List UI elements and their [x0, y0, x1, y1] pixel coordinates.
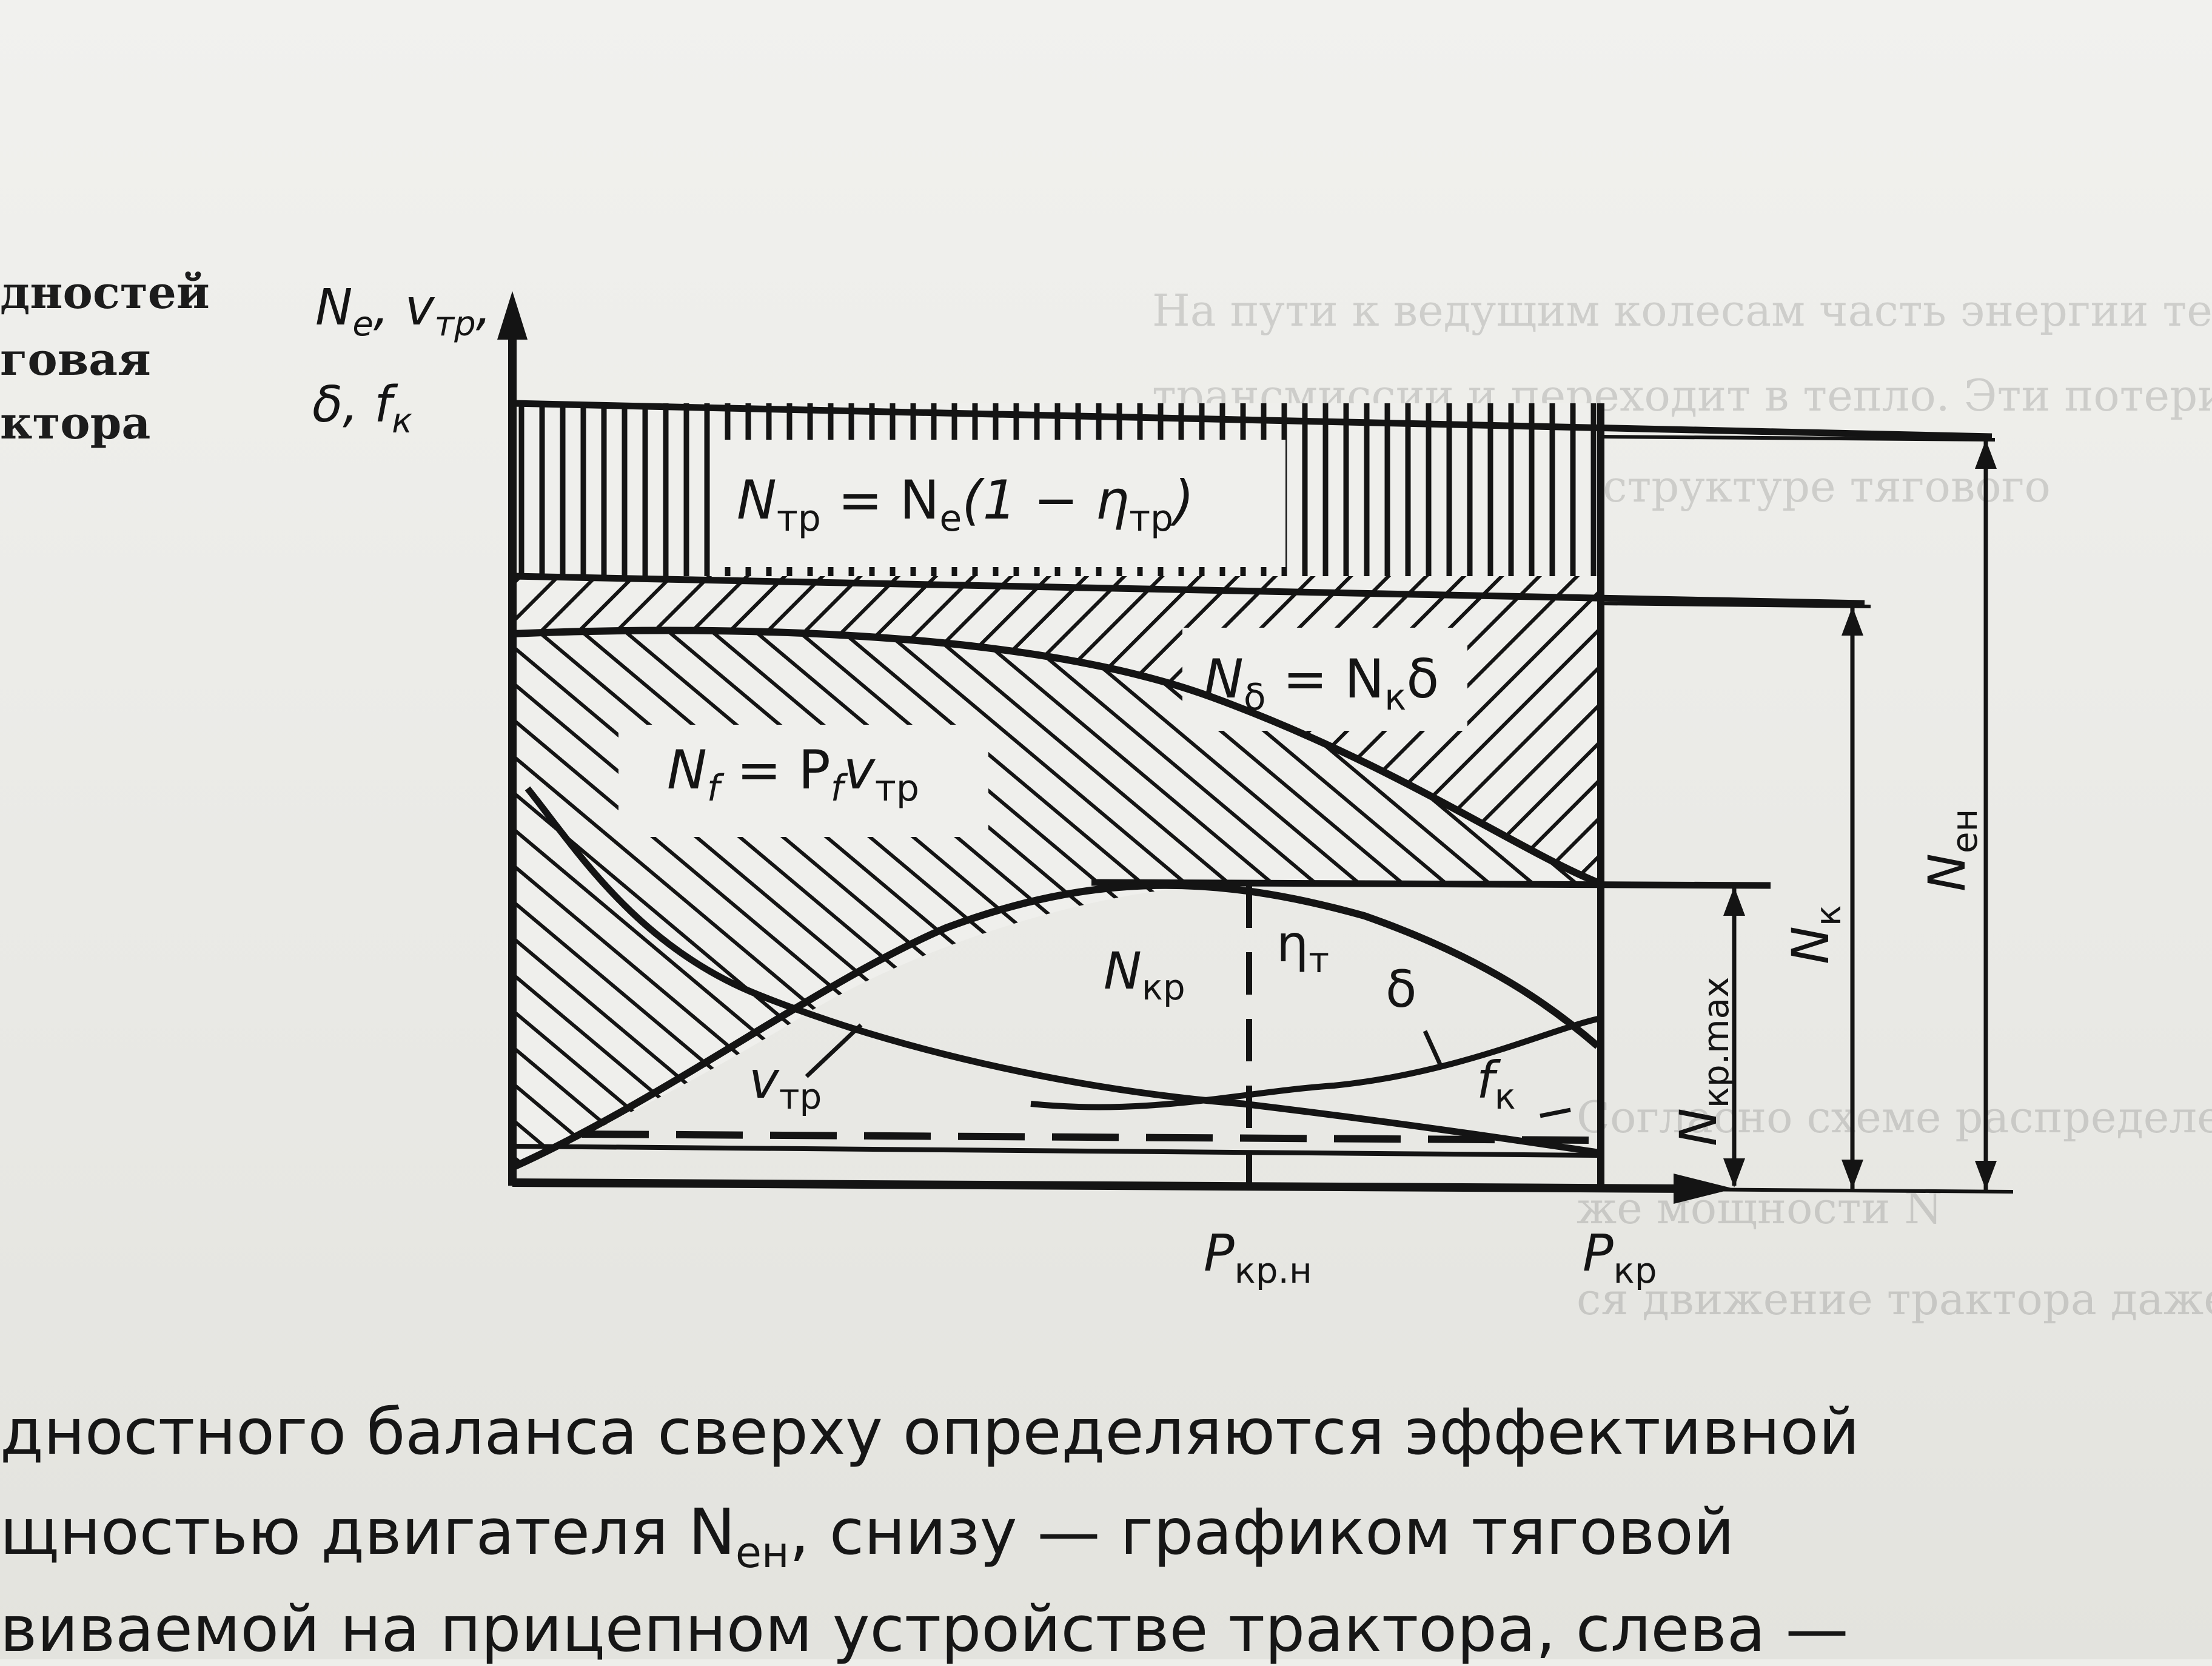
- efficiency-curve: [1030, 1016, 1599, 1110]
- fk-line: [512, 1144, 1598, 1158]
- leader-vtr: [805, 1023, 863, 1078]
- body-text-line: дностного баланса сверху определяются эф…: [0, 1395, 1860, 1469]
- nkr-max-line: [1091, 879, 1771, 889]
- label-box-ntr: [719, 440, 1285, 567]
- dim-label-nen: Nен: [1917, 809, 1985, 892]
- dim-arrowhead: [1975, 1161, 1997, 1190]
- nk-curve: [512, 626, 1600, 886]
- dim-arrowhead: [1975, 440, 1997, 469]
- x-tick-traction-force: Pкр: [1583, 1223, 1657, 1291]
- dim-arrowhead: [1842, 606, 1863, 636]
- body-text-subscript: ен: [735, 1527, 789, 1577]
- label-box-nf: [618, 725, 988, 837]
- y-axis-label-line1: Nе, vтр,: [315, 279, 492, 344]
- dim-arrowhead: [1842, 1160, 1863, 1189]
- body-text-segment: щностью двигателя N: [0, 1495, 736, 1569]
- dim-label-nk: Nк: [1781, 905, 1849, 964]
- fk-label: fк: [1476, 1050, 1516, 1117]
- y-axis-arrow: [497, 291, 528, 340]
- leader-fk: [1540, 1107, 1571, 1118]
- top-boundary-line: [512, 400, 1992, 440]
- label-box-ndelta: [1182, 628, 1467, 731]
- body-text-line: виваемой на прицепном устройстве трактор…: [0, 1592, 1849, 1666]
- show-through-line: Согласно схеме распределение: [1577, 1092, 2212, 1143]
- leader-delta: [1423, 1030, 1443, 1066]
- y-axis-label-line2: δ, fк: [312, 376, 412, 441]
- eta-label: ηт: [1276, 914, 1329, 981]
- body-text-segment: , снизу — графиком тяговой: [789, 1495, 1735, 1569]
- caption-fragment: дностей: [0, 267, 210, 319]
- dim-ref-nk: [1600, 602, 1871, 608]
- x-tick-nominal-force: Pкр.н: [1204, 1223, 1312, 1291]
- velocity-curve: [525, 786, 1598, 1156]
- nkr-curve: [511, 881, 1600, 1171]
- dim-ref-bottom: [1600, 1187, 2014, 1194]
- caption-fragment: говая: [0, 334, 151, 386]
- vtr-label: vтр: [749, 1050, 822, 1117]
- show-through-line: На пути к ведущим колесам часть энергии …: [1152, 285, 2212, 336]
- ndelta-formula: Nδ = Nкδ: [1204, 648, 1439, 719]
- dim-arrowhead: [1723, 1158, 1745, 1187]
- caption-fragment: ктора: [0, 397, 151, 449]
- dim-ref-top: [1600, 435, 1996, 442]
- dim-arrowhead: [1723, 887, 1745, 916]
- fk-dashed-line: [581, 1130, 1589, 1144]
- delta-label: δ: [1386, 959, 1416, 1019]
- ntr-formula: Nтр = Nе(1 − ηтр): [737, 469, 1194, 540]
- body-text-line: щностью двигателя Nен, снизу — графиком …: [0, 1495, 1734, 1577]
- x-axis: [512, 1178, 1698, 1193]
- show-through-line: ся движение трактора даже без нагрузки н…: [1577, 1274, 2212, 1325]
- nkr-label: Nкр: [1104, 941, 1185, 1008]
- zone-boundary-line: [512, 573, 1865, 607]
- dim-label-nkr-max: Nкр.max: [1669, 977, 1737, 1147]
